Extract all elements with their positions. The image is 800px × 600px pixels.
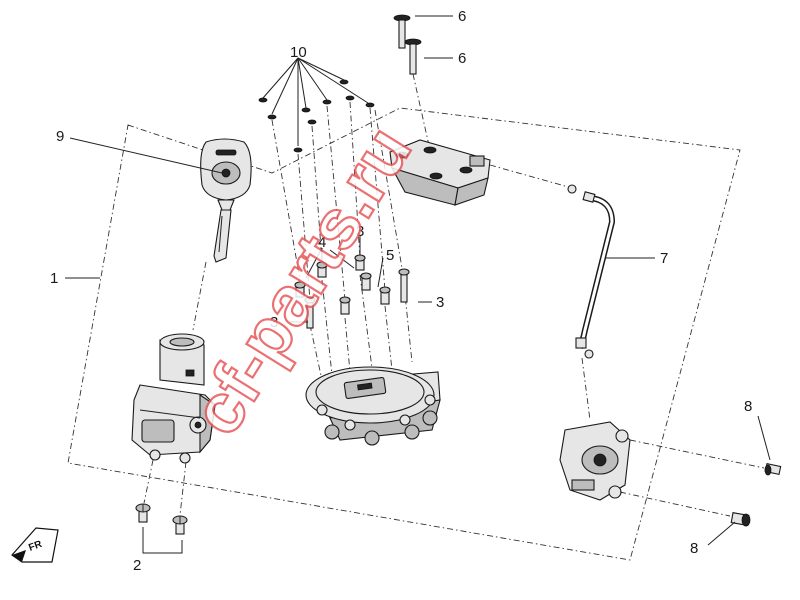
callout-10: 10	[290, 44, 307, 61]
bracket-plate	[389, 139, 491, 206]
callout-3-left: 3	[270, 314, 278, 331]
assembly-boundary	[67, 107, 741, 561]
screw-part-2-right	[172, 515, 188, 535]
callout-3-top: 3	[356, 223, 364, 240]
key-part-9	[200, 138, 252, 263]
screw-part-6-lower	[404, 38, 422, 75]
bolts-parts-3-4-5	[294, 254, 410, 329]
screw-part-2-left	[135, 503, 151, 523]
callout-6-bottom: 6	[458, 50, 466, 67]
leader-lines	[65, 15, 771, 554]
bolt-part-8-left	[730, 512, 751, 527]
screw-part-6-upper	[393, 14, 411, 49]
callout-5: 5	[386, 247, 394, 264]
rivets-part-10	[258, 79, 375, 153]
callout-2: 2	[133, 557, 141, 574]
callout-4: 4	[318, 234, 326, 251]
callout-3-right: 3	[436, 294, 444, 311]
callout-8-top: 8	[744, 398, 752, 415]
callout-9: 9	[56, 128, 64, 145]
front-marker-text: FR	[27, 539, 44, 554]
bolt-part-8-right	[764, 462, 782, 476]
callout-8-bottom: 8	[690, 540, 698, 557]
callout-6-top: 6	[458, 8, 466, 25]
tube-part-7	[567, 184, 616, 359]
front-direction-icon: FR	[11, 527, 59, 563]
fuel-cap-assembly	[305, 366, 441, 446]
valve-unit	[559, 421, 631, 501]
ignition-lock-part-1	[131, 333, 216, 464]
callout-7: 7	[660, 250, 668, 267]
callout-1: 1	[50, 270, 58, 287]
